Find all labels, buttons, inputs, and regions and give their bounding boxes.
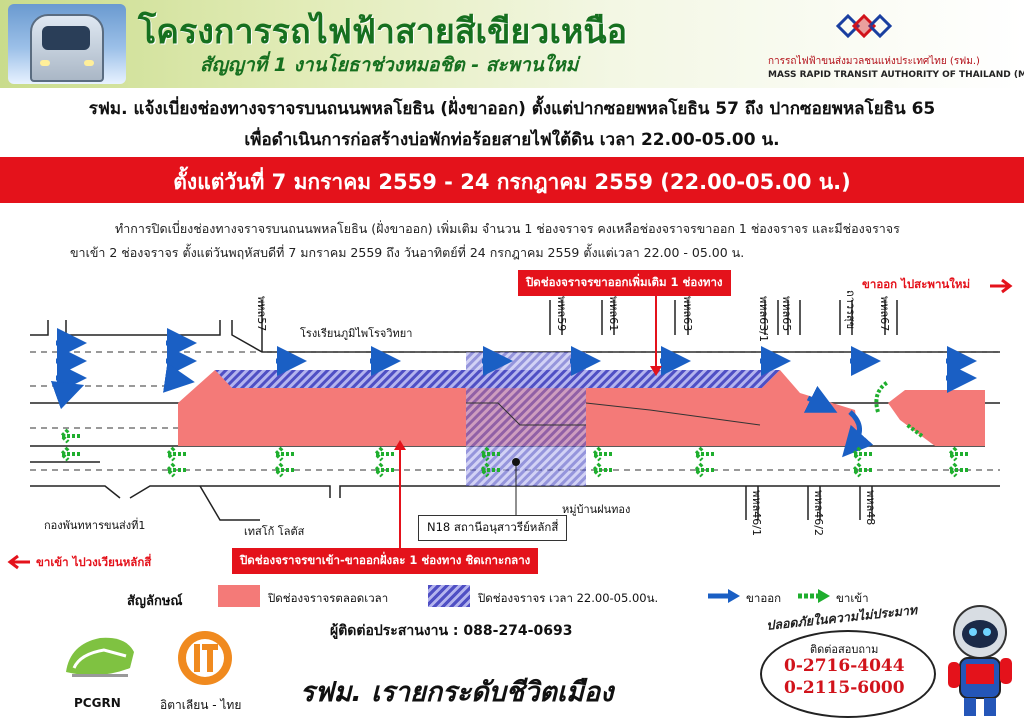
agency-name-en: MASS RAPID TRANSIT AUTHORITY OF THAILAND… <box>768 70 1024 80</box>
soi-label-thavornsuk: ถาวรสุข <box>844 290 857 330</box>
header-banner <box>0 0 1024 88</box>
description-line-1: ทำการปิดเบี่ยงช่องทางจราจรบนถนนพหลโยธิน … <box>115 221 900 236</box>
hotline-1: 0-2716-4044 <box>784 656 905 676</box>
pcgrn-logo-icon <box>66 637 134 677</box>
notice-line-1: รฟม. แจ้งเบี่ยงช่องทางจราจรบนถนนพหลโยธิน… <box>88 99 936 119</box>
legend-outbound: ขาออก <box>746 591 782 605</box>
slogan: รฟม. เรายกระดับชีวิตเมือง <box>300 677 614 708</box>
mascot-icon <box>948 605 1012 716</box>
callout-bottom: ปิดช่องจราจรขาเข้า-ขาออกฝั่งละ 1 ช่องทาง… <box>232 548 539 574</box>
soi-label-46-2: พหล46/2 <box>812 490 825 536</box>
soi-side-roads <box>199 300 898 521</box>
soi-label-63: พหล63 <box>681 296 694 332</box>
mrta-logo-icon <box>835 13 893 39</box>
outbound-arrows <box>50 328 977 458</box>
project-subtitle: สัญญาที่ 1 งานโยธาช่วงหมอชิต - สะพานใหม่ <box>200 54 579 76</box>
hotline-2: 0-2115-6000 <box>784 678 905 698</box>
date-banner <box>0 157 1024 203</box>
soi-label-46-1: พหล46/1 <box>750 490 763 536</box>
station-work-zone <box>466 352 586 486</box>
legend-outbound-arrow-icon <box>708 589 740 603</box>
project-title: โครงการรถไฟฟ้าสายสีเขียวเหนือ <box>138 12 628 52</box>
notice-line-2: เพื่อดำเนินการก่อสร้างบ่อพักท่อร้อยสายไฟ… <box>244 130 780 150</box>
school-label: โรงเรียนภูมิไพโรจวิทยา <box>300 327 413 340</box>
itd-name: อิตาเลียน - ไทย <box>160 698 242 712</box>
pcgrn-name: PCGRN <box>74 696 121 710</box>
description-line-2: ขาเข้า 2 ช่องจราจร ตั้งแต่วันพฤหัสบดีที่… <box>70 245 745 260</box>
direction-outbound: ขาออก ไปสะพานใหม่ <box>862 277 971 291</box>
legend-night-swatch <box>428 585 470 607</box>
legend-full-time-swatch <box>218 585 260 607</box>
soi-label-65: พหล65 <box>780 296 793 332</box>
soi-label-67: พหล67 <box>878 296 891 332</box>
contact-phone: ผู้ติดต่อประสานงาน : 088-274-0693 <box>330 623 573 639</box>
date-banner-text: ตั้งแต่วันที่ 7 มกราคม 2559 - 24 กรกฎาคม… <box>173 170 851 194</box>
itd-logo-icon <box>178 631 232 685</box>
army-label: กองพันทหารขนส่งที่1 <box>44 519 146 532</box>
soi-label-61: พหล61 <box>607 296 620 332</box>
station-label: N18 สถานีอนุสาวรีย์หลักสี่ <box>418 515 568 541</box>
inquiry-label: ติดต่อสอบถาม <box>810 643 879 656</box>
legend-inbound: ขาเข้า <box>836 591 869 605</box>
village-label: หมู่บ้านฝนทอง <box>562 503 631 516</box>
legend-night-time: ปิดช่องจราจร เวลา 22.00-05.00น. <box>478 591 659 605</box>
legend-full-time: ปิดช่องจราจรตลอดเวลา <box>268 591 389 605</box>
soi-label-59: พหล59 <box>555 296 568 332</box>
inbound-arrows <box>59 380 968 478</box>
direction-inbound: ขาเข้า ไปวงเวียนหลักสี่ <box>36 555 152 569</box>
full-time-closure-area-2 <box>888 390 985 446</box>
agency-name-th: การรถไฟฟ้าขนส่งมวลชนแห่งประเทศไทย (รฟม.) <box>768 56 980 67</box>
soi-label-48: พหล48 <box>864 490 877 526</box>
soi-label-57: พหล57 <box>255 296 268 332</box>
skytrain-photo <box>8 4 126 84</box>
traffic-diagram <box>7 278 1013 570</box>
speech-bubble <box>760 630 936 718</box>
callout-top: ปิดช่องจราจรขาออกเพิ่มเติม 1 ช่องทาง <box>518 270 731 296</box>
station-marker <box>512 458 520 466</box>
tesco-label: เทสโก้ โลตัส <box>244 525 305 538</box>
legend-inbound-arrow-icon <box>798 589 830 603</box>
soi-label-63-1: พหล63/1 <box>757 296 770 342</box>
legend-title: สัญลักษณ์ <box>127 594 183 609</box>
